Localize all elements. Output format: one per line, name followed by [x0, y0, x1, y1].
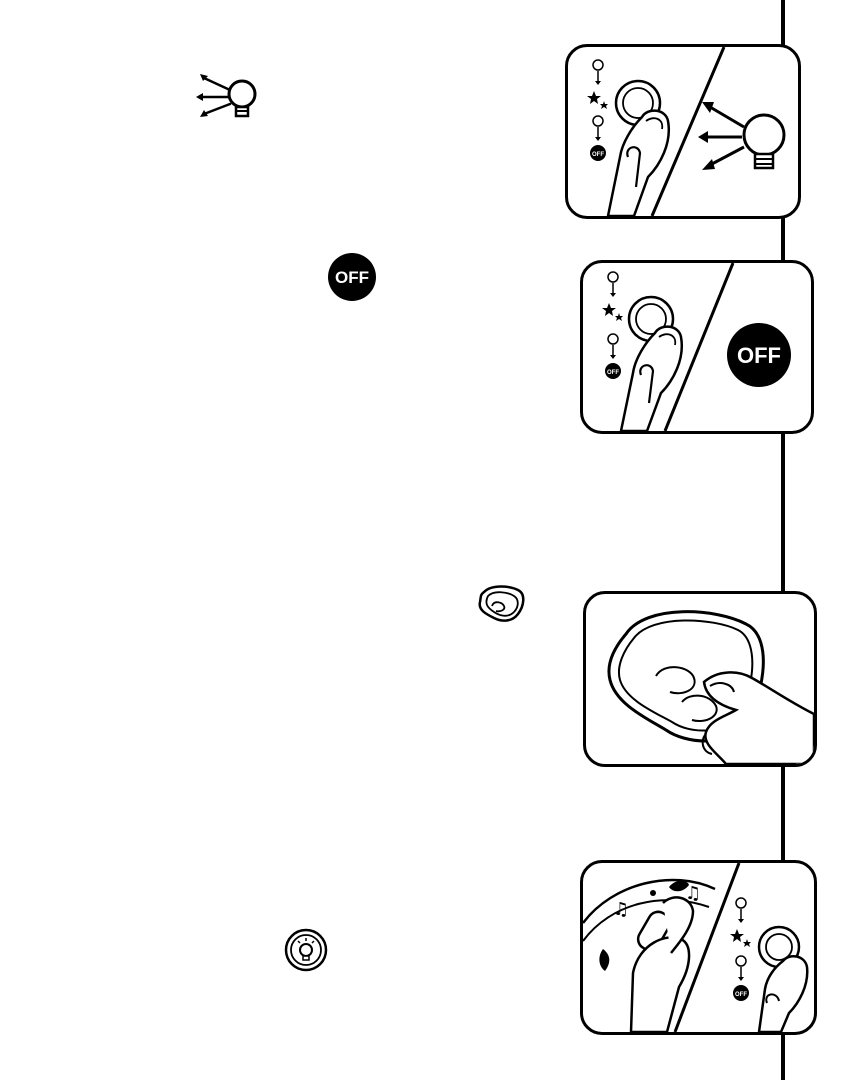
- illustration-panel-light-on: OFF: [565, 44, 801, 219]
- bulb-with-rays-icon: [194, 70, 264, 122]
- light-button-icon: [284, 928, 328, 972]
- mode-sequence-icon: OFF: [730, 898, 751, 1001]
- sticker-pad-icon: [474, 584, 528, 624]
- mode-off-label: OFF: [592, 152, 604, 158]
- off-badge-icon: OFF: [327, 252, 377, 302]
- big-bulb-icon: [698, 102, 784, 170]
- illustration-panel-light-off: OFF OFF: [580, 260, 814, 434]
- mode-off-label: OFF: [735, 992, 747, 998]
- mode-sequence-icon: OFF: [602, 272, 623, 379]
- illustration-panel-mobile-button: ♫ ♫ OFF: [580, 860, 817, 1035]
- illustration-panel-pad-peel: [583, 591, 817, 767]
- leaf-icon: [599, 949, 609, 971]
- mode-off-label: OFF: [607, 370, 619, 376]
- big-off-label: OFF: [737, 343, 781, 368]
- indicator-dot-icon: [650, 890, 656, 896]
- music-note-icon: ♫: [613, 899, 629, 920]
- big-off-badge-icon: OFF: [727, 323, 791, 387]
- off-badge-label: OFF: [335, 268, 369, 287]
- mode-sequence-icon: OFF: [587, 60, 608, 161]
